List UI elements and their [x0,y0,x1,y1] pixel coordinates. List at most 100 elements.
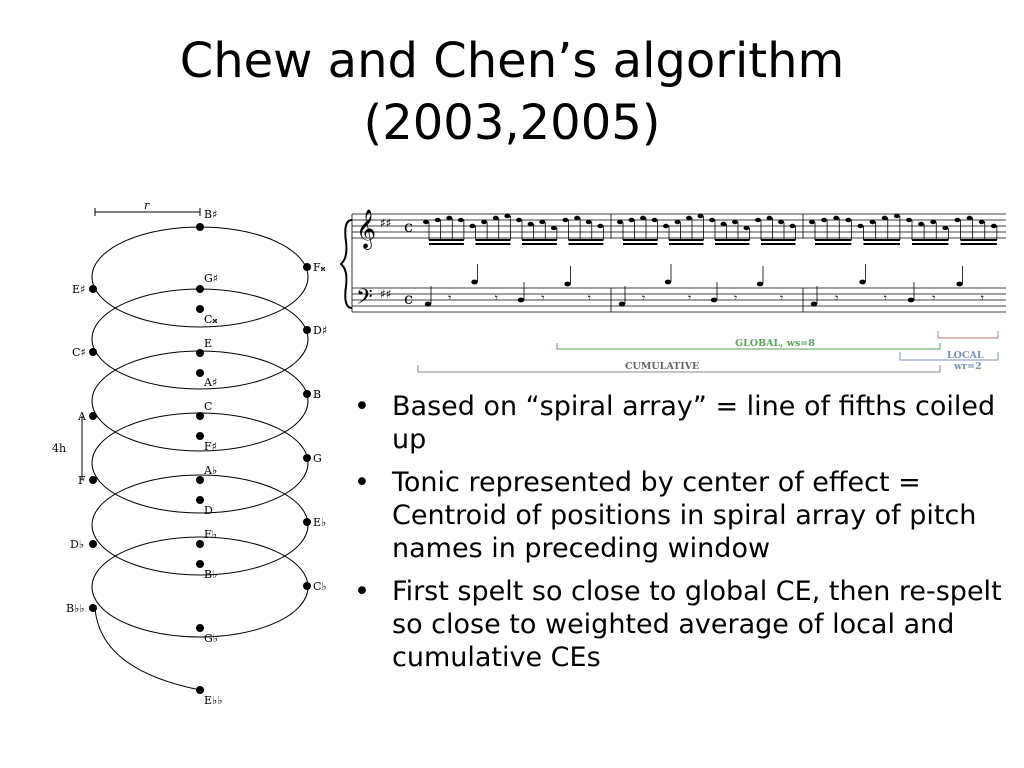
treble-note [550,225,557,231]
note-b-flat: B♭ [204,568,217,581]
note-d-flat: D♭ [70,538,84,551]
note-f-sharp: F♯ [204,440,217,453]
eighth-rest: 𝄾 [688,291,691,305]
bullet-text: Tonic represented by center of effect = … [392,467,977,564]
note-a-sharp: A♯ [203,376,217,389]
bullet-item: • First spelt so close to global CE, then… [352,575,1012,674]
treble-note [562,217,569,223]
treble-note [516,217,522,223]
bullet-marker: • [354,467,370,498]
treble-note [869,219,876,225]
note-b-sharp: B♯ [204,208,217,221]
treble-note [833,215,840,221]
cumulative-window-label: CUMULATIVE [625,361,699,372]
note-a-flat: A♭ [203,464,217,477]
treble-note [651,217,658,223]
bass-note [471,279,478,285]
bass-note [564,281,571,287]
eighth-rest: 𝄾 [734,291,737,305]
bullet-marker: • [354,391,370,422]
treble-note [481,219,488,225]
note-c-flat: C♭ [313,580,327,593]
bass-key-signature: ♯♯ [380,287,392,301]
treble-note [930,219,937,225]
treble-note [845,217,852,223]
treble-note [893,213,900,219]
treble-note [990,223,997,229]
treble-note [574,215,581,221]
bass-note [424,301,432,307]
bass-clef: 𝄢 [356,285,373,315]
eighth-rest: 𝄾 [981,291,984,305]
treble-note [732,219,738,225]
local-window-sub: wr=2 [953,361,982,372]
spiral-label-radius: r [144,200,150,212]
treble-note [674,219,681,225]
treble-note [423,219,429,225]
bass-note [756,281,764,287]
treble-note [597,223,604,229]
note-g-sharp: G♯ [204,272,218,285]
treble-note [766,215,773,221]
note-d-sharp: D♯ [313,324,327,337]
note-d: D [204,504,213,517]
treble-note [709,217,715,223]
note-e-double-flat: E♭♭ [204,694,222,707]
treble-note [527,221,534,227]
note-f-flat: F♭ [204,528,217,541]
note-f-double-sharp: F𝄪 [313,261,326,274]
slide-title: Chew and Chen’s algorithm (2003,2005) [60,30,964,154]
treble-note [686,215,692,221]
note-e-sharp: E♯ [72,283,85,296]
note-a: A [77,410,87,423]
note-c-double-sharp: C𝄪 [204,313,217,326]
bass-note [859,279,866,285]
treble-note [697,213,704,219]
eighth-rest: 𝄾 [780,291,783,305]
eighth-rest: 𝄾 [642,291,645,305]
eighth-rest: 𝄾 [495,291,498,305]
treble-note [978,219,985,225]
eighth-rest: 𝄾 [835,291,838,305]
treble-note [628,217,635,223]
treble-note [492,215,499,221]
bass-note [664,279,672,285]
eighth-rest: 𝄾 [448,291,451,305]
bass-time-signature: c [404,289,413,308]
treble-note [617,219,623,225]
bullet-text: First spelt so close to global CE, then … [392,576,1002,673]
treble-note [942,225,949,231]
treble-time-signature: c [404,217,413,236]
title-line-2: (2003,2005) [363,95,661,151]
spiral-label-height: 4h [52,442,66,455]
local-window-label: LOCAL [947,350,984,361]
treble-note [585,219,592,225]
treble-note [539,219,546,225]
score-notes: 𝄾𝄾𝄾𝄾𝄾𝄾𝄾𝄾𝄾𝄾𝄾𝄾 [423,213,998,307]
treble-note [881,215,888,221]
global-window-label: GLOBAL, ws=8 [735,338,815,349]
treble-note [809,219,815,225]
treble-clef: 𝄞 [356,209,376,250]
eighth-rest: 𝄾 [588,291,591,305]
title-line-1: Chew and Chen’s algorithm [179,33,845,89]
treble-note [789,223,796,229]
treble-note [906,217,912,223]
note-b-double-flat: B♭♭ [66,602,84,615]
bullet-marker: • [354,576,370,607]
treble-note [966,215,973,221]
bass-note [956,281,963,287]
treble-note [446,215,453,221]
treble-note [743,225,750,231]
treble-note [663,223,669,229]
treble-note [640,215,646,221]
note-c-sharp: C♯ [72,346,86,359]
treble-note [457,217,464,223]
bullet-item: •Based on “spiral array” = line of fifth… [352,390,1012,456]
treble-note [434,217,441,223]
note-e: E [204,337,212,350]
bass-note [710,297,718,303]
treble-note [504,213,511,219]
note-f: F [78,474,86,487]
